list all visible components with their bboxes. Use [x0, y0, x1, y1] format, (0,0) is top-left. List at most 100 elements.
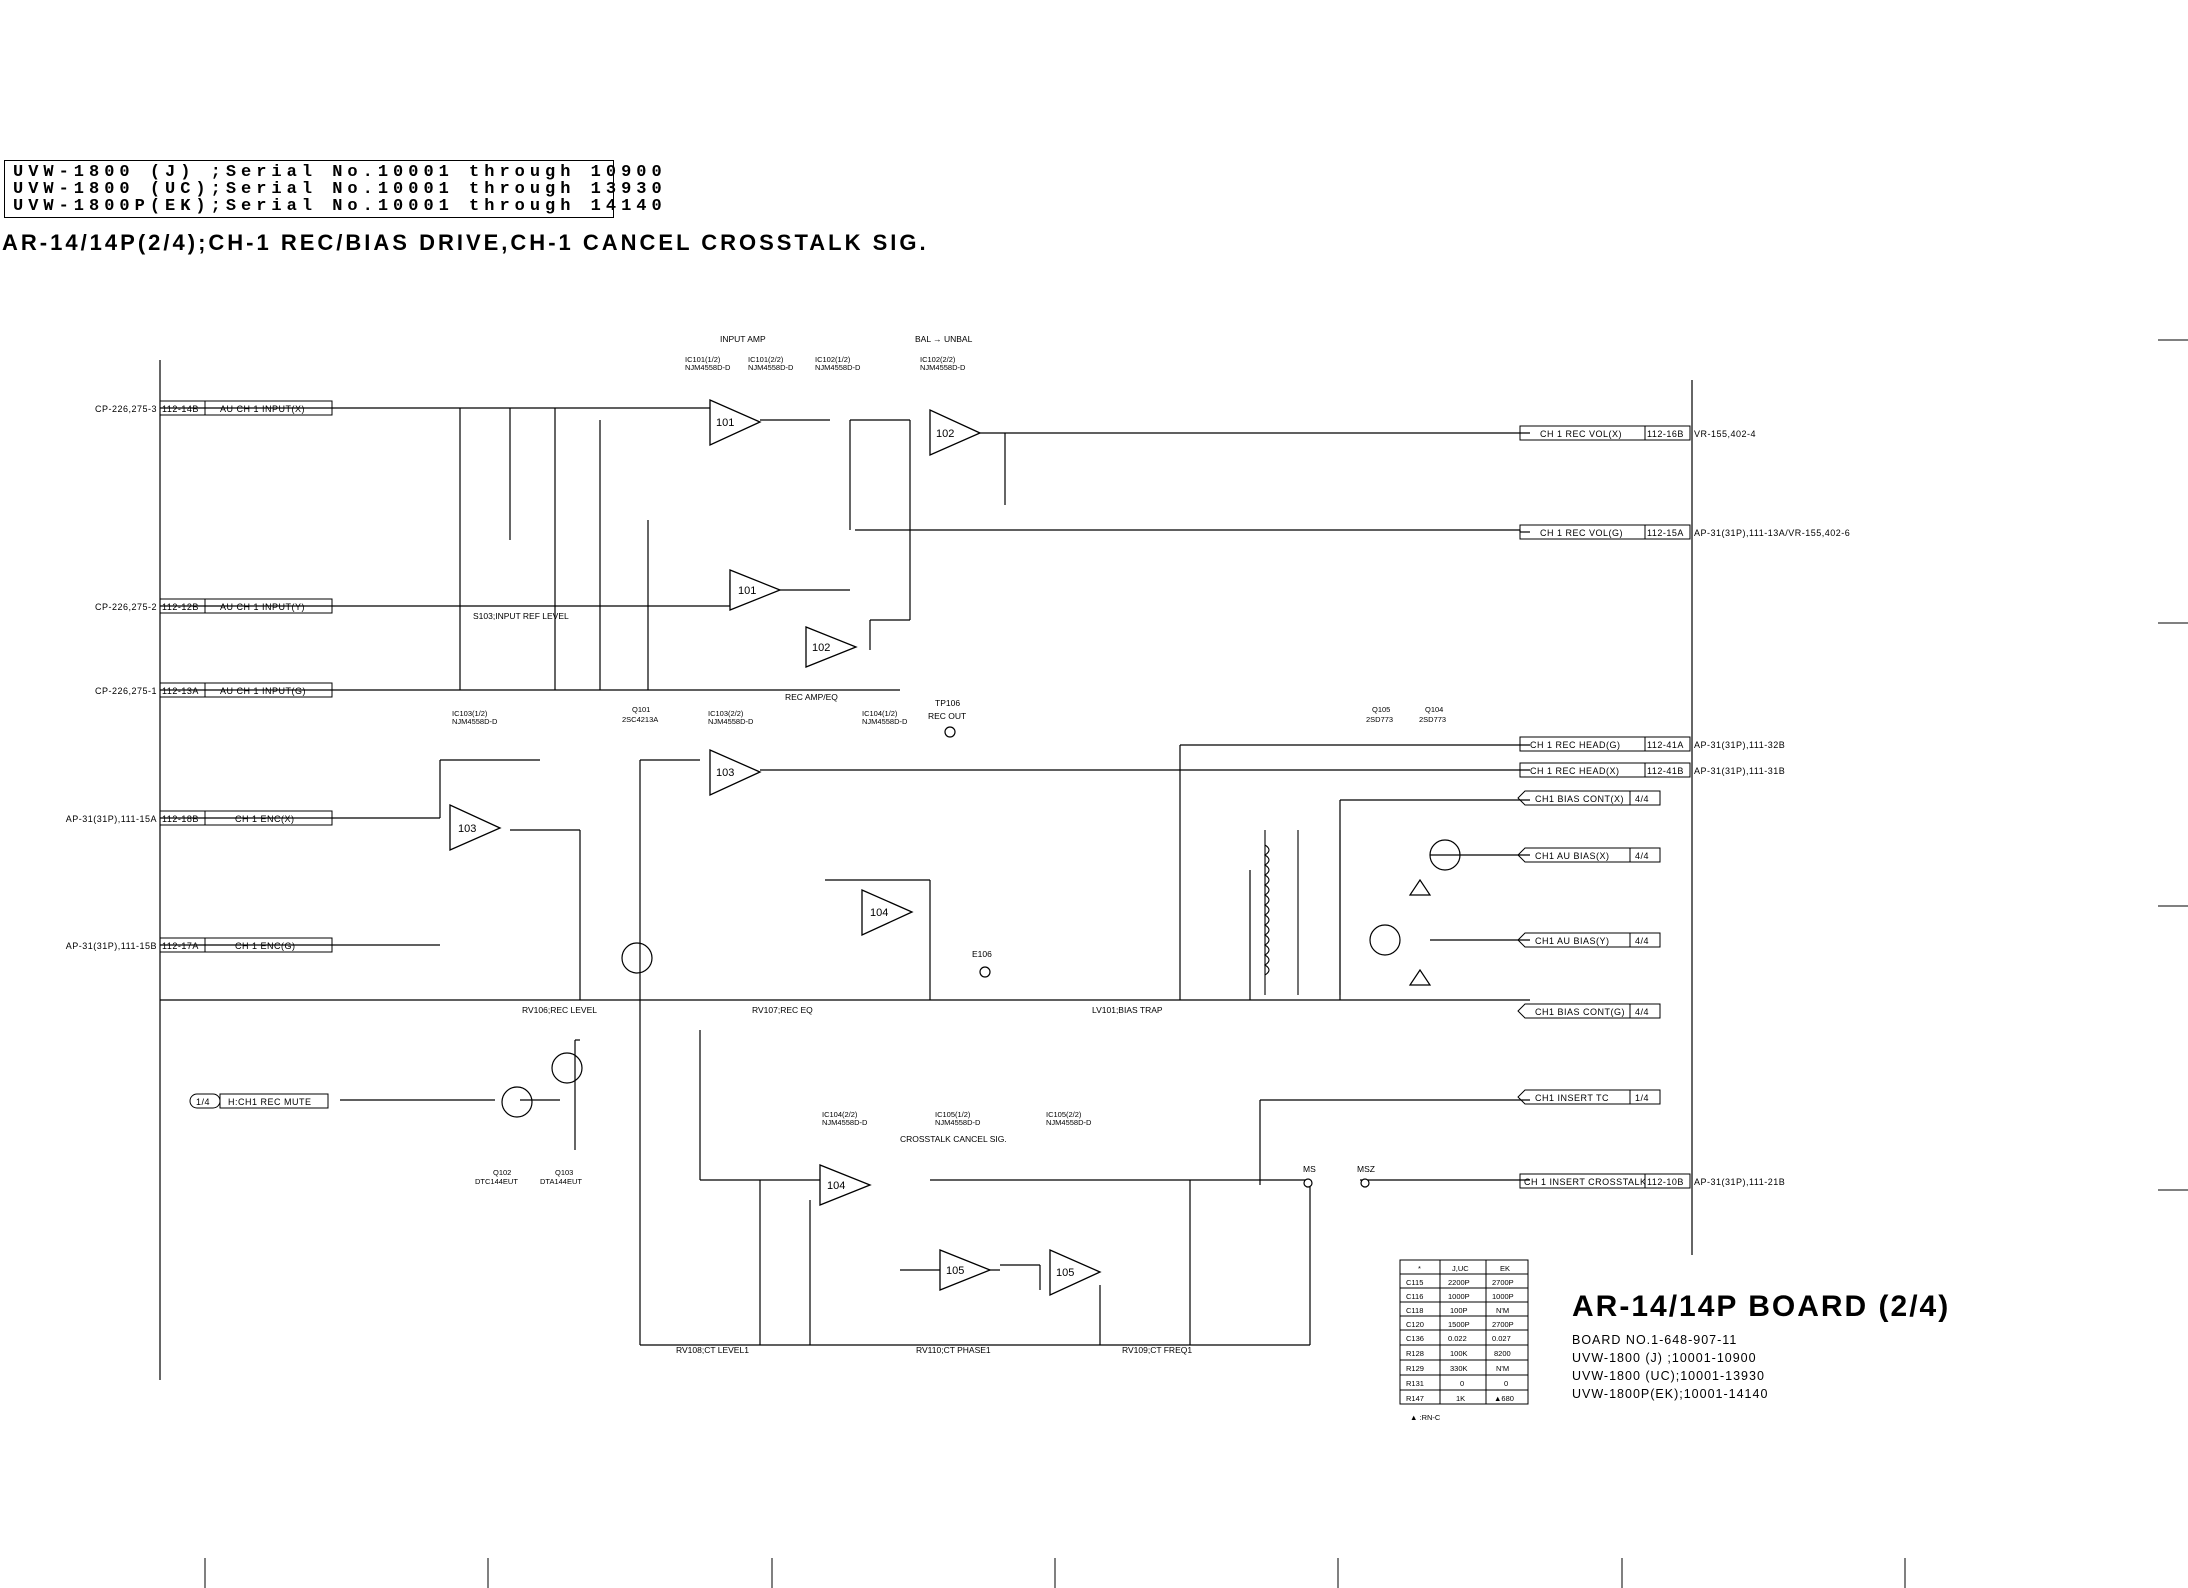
output-pin-1: 112-15A — [1647, 528, 1684, 538]
link-signal-2: CH1 AU BIAS(Y) — [1535, 936, 1610, 946]
link-page-3: 4/4 — [1635, 1007, 1649, 1017]
table-header-0: * — [1418, 1264, 1421, 1273]
label-rec-amp-eq: REC AMP/EQ — [785, 692, 838, 702]
ic-part-7: NJM4558D-D — [822, 1118, 868, 1127]
output-ref-4: AP-31(31P),111-21B — [1694, 1177, 1785, 1187]
output-ref-0: VR-155,402-4 — [1694, 429, 1756, 439]
q103-name: Q103 — [555, 1168, 573, 1177]
table-note: ▲ :RN-C — [1410, 1413, 1441, 1422]
page-link-labels: CH1 BIAS CONT(X) 4/4 CH1 AU BIAS(X) 4/4 … — [196, 794, 1649, 1107]
ic-part-4: NJM4558D-D — [452, 717, 498, 726]
input-signal-1: AU CH 1 INPUT(Y) — [220, 602, 305, 612]
input-pin-4: 112-17A — [162, 941, 199, 951]
table-cell: R147 — [1406, 1394, 1424, 1403]
serial-line-uc: UVW-1800 (UC);Serial No.10001 through 13… — [13, 180, 667, 199]
q102-name: Q102 — [493, 1168, 511, 1177]
ic-part-0: NJM4558D-D — [685, 363, 731, 372]
serial-line-ek: UVW-1800P(EK);Serial No.10001 through 14… — [13, 197, 667, 216]
output-ref-3: AP-31(31P),111-31B — [1694, 766, 1785, 776]
table-cell: 8200 — [1494, 1349, 1511, 1358]
link-page-1: 4/4 — [1635, 851, 1649, 861]
ic-labels: IC101(1/2) NJM4558D-D IC101(2/2) NJM4558… — [452, 355, 1092, 1127]
table-header-1: J,UC — [1452, 1264, 1469, 1273]
ic-part-1: NJM4558D-D — [748, 363, 794, 372]
page-title: AR-14/14P(2/4);CH-1 REC/BIAS DRIVE,CH-1 … — [2, 230, 929, 255]
link-page-4: 1/4 — [1635, 1093, 1649, 1103]
label-ms: MS — [1303, 1164, 1316, 1174]
ic-part-9: NJM4558D-D — [1046, 1118, 1092, 1127]
ic-name-5: IC103(2/2) — [708, 709, 744, 718]
op-amp-numbers: 101 102 101 102 103 103 104 104 105 105 — [458, 417, 1074, 1279]
table-cell: 0 — [1504, 1379, 1508, 1388]
label-rv106: RV106;REC LEVEL — [522, 1005, 597, 1015]
op-amps — [449, 399, 1102, 1297]
label-rv110: RV110;CT PHASE1 — [916, 1345, 991, 1355]
ic-part-3: NJM4558D-D — [920, 363, 966, 372]
link-signal-1: CH1 AU BIAS(X) — [1535, 851, 1610, 861]
table-cell: 0 — [1460, 1379, 1464, 1388]
output-signal-2: CH 1 REC HEAD(G) — [1530, 740, 1621, 750]
q105-part: 2SD773 — [1366, 715, 1393, 724]
link-page-0: 4/4 — [1635, 794, 1649, 804]
input-pin-0: 112-14B — [162, 404, 199, 414]
table-cell: 1000P — [1492, 1292, 1514, 1301]
table-cell: C116 — [1406, 1292, 1423, 1301]
wires — [159, 360, 1693, 1380]
svg-text:102: 102 — [812, 642, 830, 654]
serial-number-box: UVW-1800 (J) ;Serial No.10001 through 10… — [4, 160, 662, 218]
q102-part: DTC144EUT — [475, 1177, 518, 1186]
input-ref-2: CP-226,275-1 — [95, 686, 157, 696]
table-cell: C136 — [1406, 1334, 1424, 1343]
output-pin-0: 112-16B — [1647, 429, 1684, 439]
output-ref-1: AP-31(31P),111-13A/VR-155,402-6 — [1694, 528, 1850, 538]
sheet-ticks — [204, 339, 2188, 1588]
table-cell: ▲680 — [1494, 1394, 1514, 1403]
ic-name-7: IC104(2/2) — [822, 1110, 858, 1119]
output-pin-4: 112-10B — [1647, 1177, 1684, 1187]
label-rv109: RV109;CT FREQ1 — [1122, 1345, 1192, 1355]
label-msz: MSZ — [1357, 1164, 1375, 1174]
q101-name: Q101 — [632, 705, 650, 714]
svg-text:103: 103 — [458, 823, 476, 835]
board-title: AR-14/14P BOARD (2/4) — [1572, 1290, 1950, 1323]
table-cell: 2700P — [1492, 1320, 1514, 1329]
ic-name-3: IC102(2/2) — [920, 355, 956, 364]
board-title-block: AR-14/14P BOARD (2/4) BOARD NO.1-648-907… — [1572, 1290, 1950, 1401]
page-link-boxes — [189, 790, 1661, 1109]
table-cell: N'M — [1496, 1364, 1509, 1373]
ic-name-1: IC101(2/2) — [748, 355, 784, 364]
table-cell: 330K — [1450, 1364, 1468, 1373]
ic-name-9: IC105(2/2) — [1046, 1110, 1082, 1119]
q103-part: DTA144EUT — [540, 1177, 582, 1186]
input-ref-1: CP-226,275-2 — [95, 602, 157, 612]
label-s103: S103;INPUT REF LEVEL — [473, 611, 569, 621]
table-cell: C118 — [1406, 1306, 1423, 1315]
ic-part-6: NJM4558D-D — [862, 717, 908, 726]
parts-table: * J,UC EK C115 2200P 2700P C116 1000P 10… — [1399, 1259, 1529, 1422]
svg-text:101: 101 — [716, 417, 734, 429]
table-cell: 1K — [1456, 1394, 1465, 1403]
svg-text:104: 104 — [870, 907, 888, 919]
transistor-labels: Q101 2SC4213A Q105 2SD773 Q104 2SD773 Q1… — [475, 705, 1446, 1186]
output-ref-2: AP-31(31P),111-32B — [1694, 740, 1785, 750]
output-labels: CH 1 REC VOL(X) 112-16B VR-155,402-4 CH … — [1524, 429, 1850, 1187]
svg-text:105: 105 — [946, 1265, 964, 1277]
section-labels: INPUT AMP BAL → UNBAL REC AMP/EQ CROSSTA… — [473, 334, 1375, 1355]
svg-text:102: 102 — [936, 428, 954, 440]
input-labels: CP-226,275-3 112-14B AU CH 1 INPUT(X) CP… — [66, 404, 306, 951]
output-signal-0: CH 1 REC VOL(X) — [1540, 429, 1622, 439]
table-cell: 0.027 — [1492, 1334, 1511, 1343]
link-signal-4: CH1 INSERT TC — [1535, 1093, 1609, 1103]
svg-text:105: 105 — [1056, 1267, 1074, 1279]
table-cell: 1500P — [1448, 1320, 1470, 1329]
board-line-0: BOARD NO.1-648-907-11 — [1572, 1333, 1737, 1347]
input-pin-1: 112-12B — [162, 602, 199, 612]
svg-text:101: 101 — [738, 585, 756, 597]
table-header-2: EK — [1500, 1264, 1510, 1273]
ic-part-5: NJM4558D-D — [708, 717, 754, 726]
table-cell: R128 — [1406, 1349, 1424, 1358]
table-cell: R131 — [1406, 1379, 1424, 1388]
output-signal-1: CH 1 REC VOL(G) — [1540, 528, 1623, 538]
input-signal-4: CH 1 ENC(G) — [235, 941, 296, 951]
